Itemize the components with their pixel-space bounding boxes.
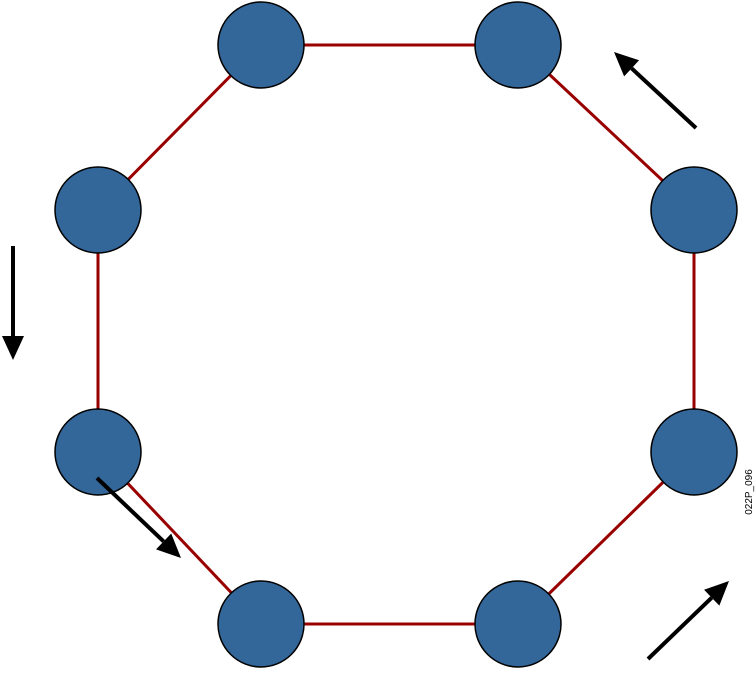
- ring-links: [96, 43, 696, 626]
- figure-id-label: 022P_096: [744, 469, 755, 515]
- circle-node: [217, 1, 305, 89]
- direction-arrow-icon: [95, 476, 181, 558]
- circle-node: [474, 580, 562, 668]
- circle-node: [54, 408, 142, 496]
- direction-arrow-icon: [646, 581, 729, 661]
- direction-arrow-icon: [2, 246, 24, 360]
- direction-arrow-icon: [614, 52, 698, 130]
- direction-arrows: [2, 52, 729, 661]
- circle-node: [217, 580, 305, 668]
- circle-node: [650, 408, 738, 496]
- circle-node: [474, 1, 562, 89]
- ring-nodes: [54, 1, 738, 668]
- circle-node: [650, 166, 738, 254]
- circle-node: [54, 166, 142, 254]
